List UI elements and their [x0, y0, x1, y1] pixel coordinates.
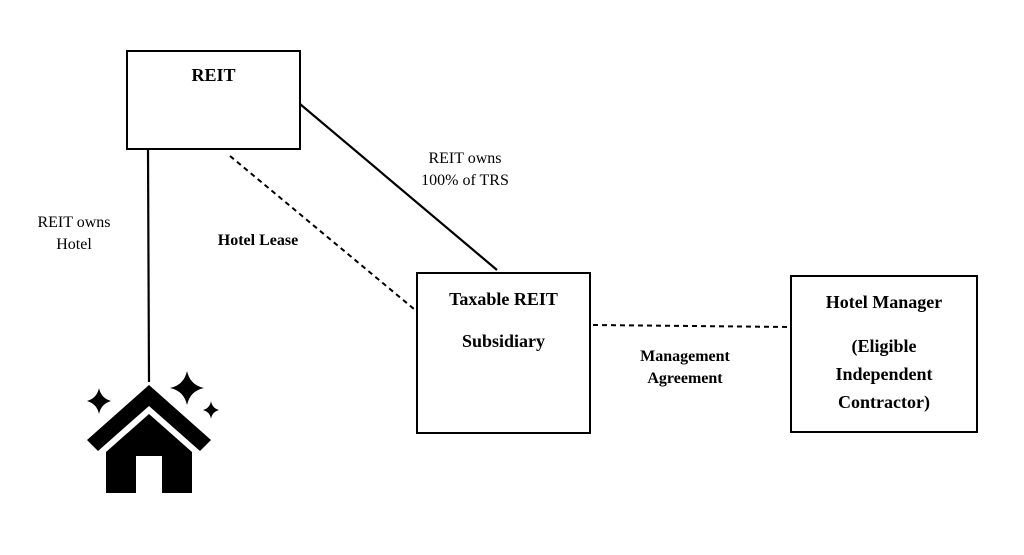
reit-node: REIT	[126, 50, 301, 150]
sparkle-left	[87, 388, 111, 414]
connector-hotel-lease	[229, 155, 415, 310]
edge-label-hotel-lease: Hotel Lease	[217, 232, 299, 249]
manager-title-line2: (Eligible	[851, 336, 917, 356]
edge-label-line: Hotel	[56, 236, 92, 253]
reit-title: REIT	[191, 65, 236, 85]
edge-label-reit-owns-trs: REIT owns 100% of TRS	[405, 148, 525, 192]
manager-title-line3: Independent	[835, 364, 933, 384]
sparkle-large	[170, 371, 204, 405]
edge-label-line: REIT owns	[428, 150, 502, 167]
hotel-manager-node: Hotel Manager (Eligible Independent Cont…	[790, 275, 978, 433]
edge-label-management-agreement: Management Agreement	[615, 346, 755, 390]
edge-label-line: 100% of TRS	[421, 172, 509, 189]
edge-label-reit-owns-hotel: REIT owns Hotel	[18, 212, 130, 256]
house-roof	[87, 385, 211, 451]
edge-label-line: REIT owns	[37, 214, 111, 231]
trs-title-line2: Subsidiary	[461, 331, 546, 351]
house-sparkle-icon	[87, 371, 219, 493]
connector-management	[592, 324, 790, 328]
connector-reit-hotel	[146, 149, 151, 383]
manager-title-line1: Hotel Manager	[825, 292, 943, 312]
house-body	[106, 414, 192, 493]
edge-label-line: Management	[640, 348, 730, 365]
manager-title-line4: Contractor)	[838, 392, 930, 412]
trs-node: Taxable REIT Subsidiary	[416, 272, 591, 434]
edge-label-line: Agreement	[647, 370, 723, 387]
connector-reit-trs	[299, 103, 498, 271]
sparkle-small	[203, 401, 219, 419]
trs-title-line1: Taxable REIT	[449, 289, 558, 309]
